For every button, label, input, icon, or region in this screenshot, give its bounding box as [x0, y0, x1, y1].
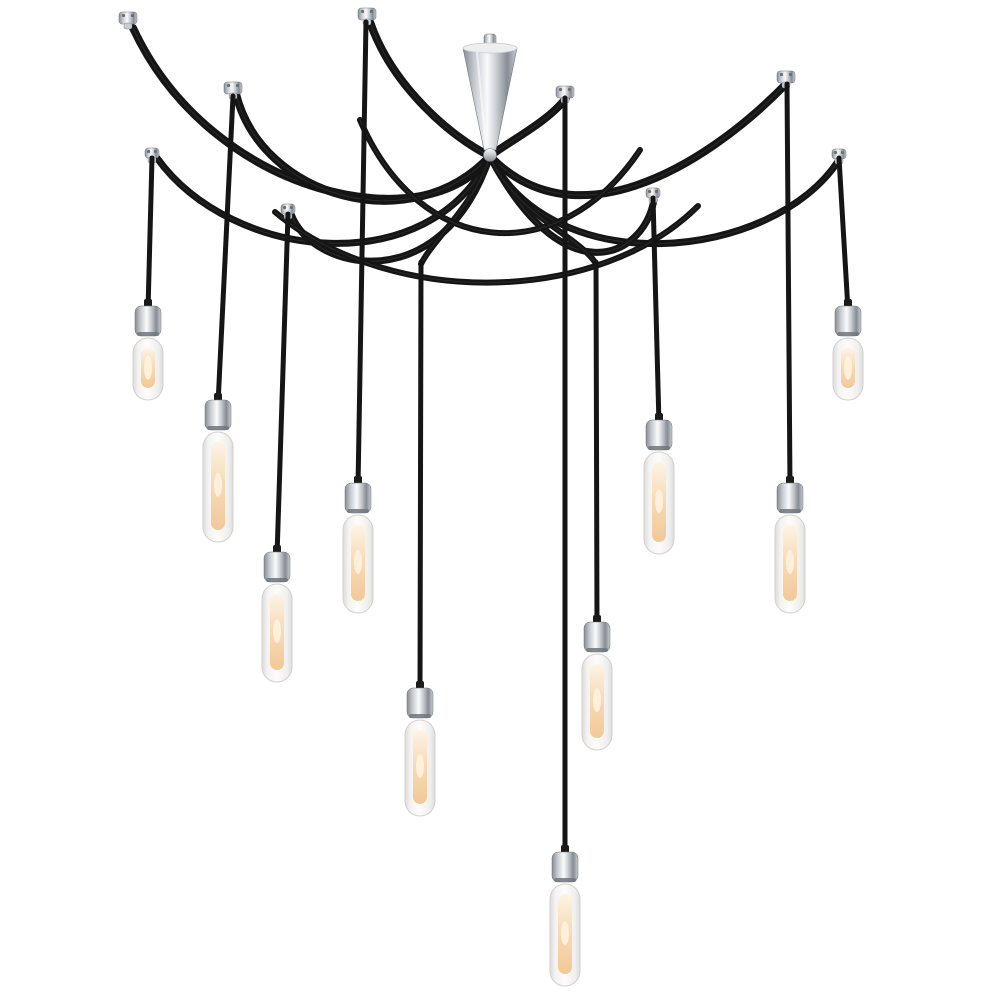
pendant-cord [215, 93, 236, 407]
pendant-cord [593, 259, 600, 629]
pendant-light [404, 259, 436, 817]
knob-body [357, 7, 377, 21]
cord-swag-sheen [489, 155, 597, 265]
pendants-group [132, 19, 864, 987]
pendant-cord [274, 211, 291, 559]
knob-screw [788, 72, 793, 77]
socket-ring [779, 509, 801, 513]
socket-cap [344, 482, 372, 514]
socket-cap [204, 399, 232, 431]
pendant-cord [355, 19, 369, 490]
pendant-light [342, 19, 374, 614]
knob-screw [647, 189, 652, 194]
knob-screw [840, 150, 845, 155]
bulb-glow-core [144, 355, 152, 380]
cord-swag-sheen [359, 119, 641, 234]
knob-screw [654, 189, 659, 194]
socket-cap [645, 419, 673, 451]
knob-body [118, 11, 138, 25]
knob-body [223, 81, 243, 95]
bulb-glow-core [786, 550, 794, 575]
socket-ring [586, 648, 608, 652]
cord-swag-sheen [489, 83, 787, 196]
cord-swag-sheen [156, 155, 491, 244]
socket-cap [776, 482, 804, 514]
pendant-light [132, 155, 164, 401]
canopy-cone [462, 47, 518, 151]
knob-screw [558, 87, 563, 92]
bulb-glow-core [214, 472, 222, 497]
socket-ring [409, 714, 431, 718]
socket-cap [406, 687, 434, 719]
knob-screw [121, 13, 126, 18]
socket-ring [137, 332, 159, 336]
cord-swag-sheen [235, 93, 491, 202]
socket-ring [837, 332, 859, 336]
knob-screw [360, 9, 365, 14]
pendant-cord [784, 81, 793, 490]
bulb-glow-core [354, 550, 362, 575]
knob-screw [369, 9, 374, 14]
socket-cap [583, 621, 611, 653]
pendant-cord [417, 259, 424, 695]
pendant-light [643, 195, 675, 555]
pendant-cord [836, 155, 851, 313]
socket-ring [347, 509, 369, 513]
knob-collar [123, 22, 133, 30]
canopy-highlight [476, 51, 487, 148]
socket-ring [648, 446, 670, 450]
socket-cap [134, 305, 162, 337]
pendant-cord [145, 155, 155, 313]
pendant-light [202, 93, 236, 543]
knob-screw [833, 150, 838, 155]
knob-screw [146, 149, 151, 154]
pendant-light [774, 81, 806, 614]
knob-screw [567, 87, 572, 92]
pendant-light [581, 259, 613, 751]
knob-screw [235, 83, 240, 88]
socket-ring [207, 426, 229, 430]
bulb-glow-core [273, 619, 281, 644]
pendant-cord [650, 195, 662, 427]
socket-ring [554, 878, 576, 882]
canopy-top-disc [462, 42, 518, 54]
socket-cap [834, 305, 862, 337]
ceiling-knob [118, 11, 138, 30]
cord-swag-sheen [420, 155, 491, 265]
knob-screw [282, 205, 287, 210]
knob-screw [130, 13, 135, 18]
cord-swag-sheen [489, 97, 567, 157]
bulb-glow-core [416, 754, 424, 779]
knob-screw [779, 72, 784, 77]
bulb-glow-core [593, 688, 601, 713]
bulb-glow-core [844, 355, 852, 380]
knob-screw [153, 149, 158, 154]
cord-swag [153, 152, 494, 247]
knob-screw [289, 205, 294, 210]
pendant-light [549, 95, 581, 987]
canopy-ball [483, 148, 497, 162]
socket-cap [551, 851, 579, 883]
socket-ring [266, 578, 288, 582]
knob-screw [226, 83, 231, 88]
bulb-glow-core [655, 488, 663, 513]
pendant-light [261, 211, 293, 683]
knob-body [776, 70, 796, 84]
bulb-glow-core [561, 920, 569, 945]
center-canopy [462, 33, 518, 162]
pendant-light [832, 155, 864, 401]
cord-swag-sheen [369, 21, 491, 157]
socket-cap [263, 551, 291, 583]
cord-swag [486, 80, 790, 200]
